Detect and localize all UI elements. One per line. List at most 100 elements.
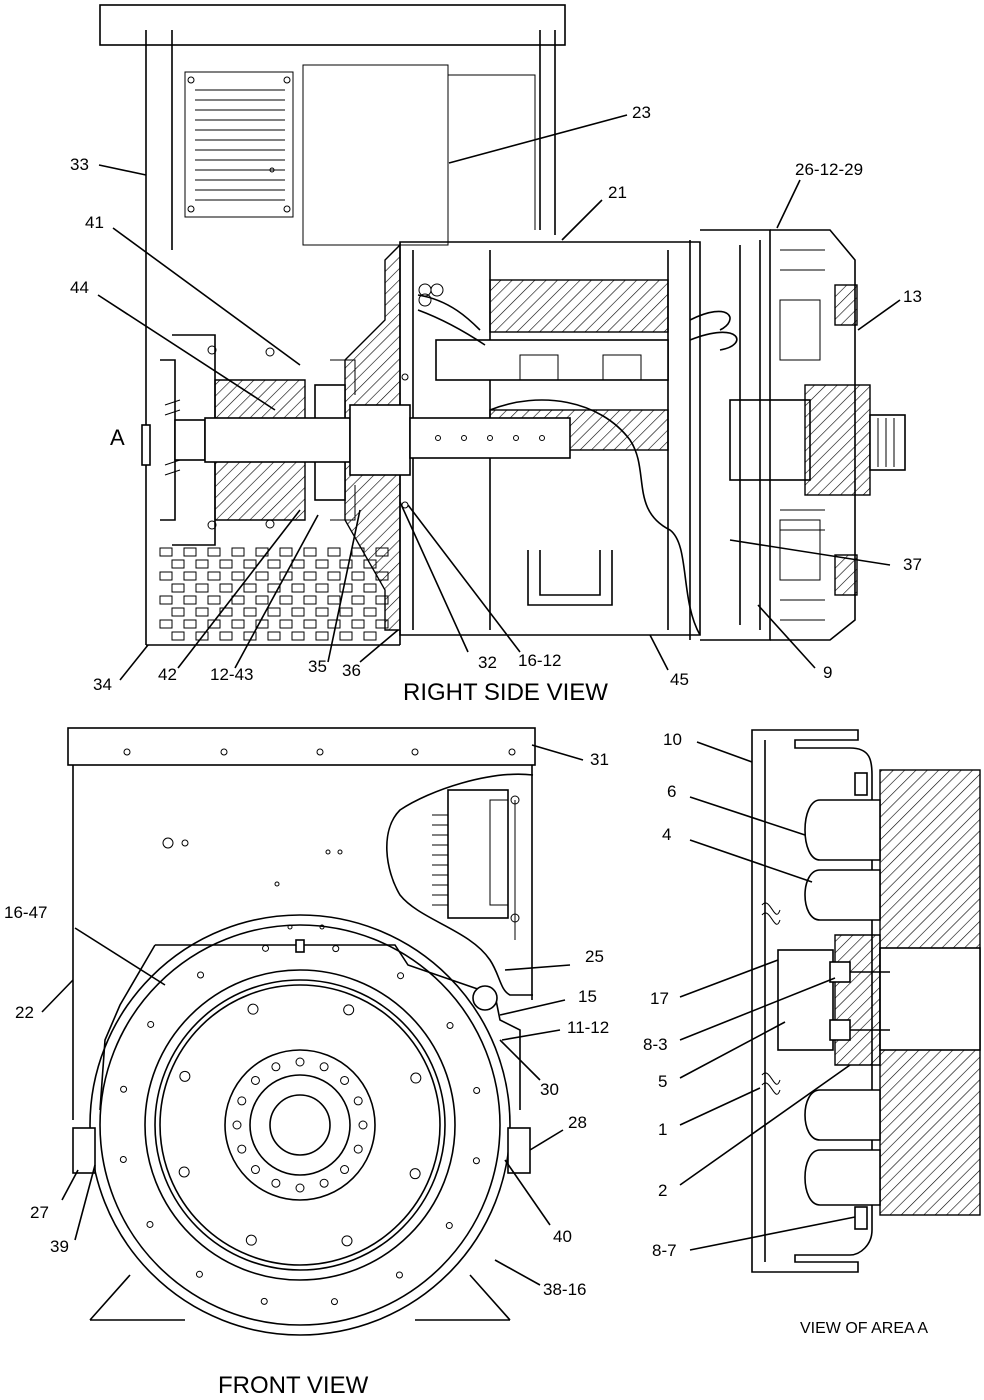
grille-slot	[255, 571, 269, 581]
grille-slot	[195, 583, 209, 593]
bottom-grille	[159, 547, 389, 641]
grille-slot	[303, 547, 317, 557]
lid-bolt	[123, 748, 131, 756]
grille-slot	[231, 595, 245, 605]
ventilation-louvre	[195, 89, 285, 201]
bolt-hole	[410, 1072, 422, 1084]
grille-slot	[363, 607, 377, 617]
callout-30: 30	[540, 1080, 559, 1099]
grille-slot	[195, 607, 209, 617]
grille-slot	[159, 571, 173, 581]
grille-slot	[183, 547, 197, 557]
grille-slot	[207, 571, 221, 581]
bolt-hole	[295, 1057, 305, 1067]
callout-36: 36	[342, 661, 361, 680]
callout-15: 15	[578, 987, 597, 1006]
bolt-hole	[330, 1298, 338, 1306]
callout-1: 1	[658, 1120, 667, 1139]
bolt-hole	[178, 1166, 190, 1178]
callout-5: 5	[658, 1072, 667, 1091]
grille-slot	[171, 631, 185, 641]
callout-38-16: 38-16	[543, 1280, 586, 1299]
callout-31: 31	[590, 750, 609, 769]
bolt-hole	[271, 1062, 281, 1072]
bolt-hole	[237, 1144, 247, 1154]
callout-44: 44	[70, 278, 89, 297]
grille-slot	[327, 595, 341, 605]
bolt-hole	[179, 1070, 191, 1082]
callout-21: 21	[608, 183, 627, 202]
grille-slot	[291, 631, 305, 641]
lid-bolt	[316, 748, 324, 756]
bolt-hole	[319, 1178, 329, 1188]
coupling-hub	[160, 334, 411, 546]
front-view: 31 16-47 25 15 11-12 22 30 28 27 40 39 3…	[4, 727, 609, 1399]
bolt-hole	[341, 1235, 353, 1247]
callout-9: 9	[823, 663, 832, 682]
outer-ring-bolts	[119, 944, 481, 1306]
bolt-hole	[295, 1183, 305, 1193]
grille-slot	[231, 547, 245, 557]
bolt-hole	[146, 1220, 154, 1228]
bolt-hole	[353, 1096, 363, 1106]
grille-slot	[171, 607, 185, 617]
grille-slot	[243, 583, 257, 593]
avr-heatsink	[432, 789, 520, 940]
grille-slot	[207, 547, 221, 557]
grille-slot	[243, 559, 257, 569]
callout-11-12: 11-12	[567, 1018, 609, 1037]
grille-slot	[255, 619, 269, 629]
area-a-view: 10 6 4 17 8-3 5 1 2 8-7 VIEW OF AREA A	[643, 729, 981, 1337]
callout-34: 34	[93, 675, 112, 694]
callout-40: 40	[553, 1227, 572, 1246]
bolt-hole	[340, 1075, 350, 1085]
callout-16-47: 16-47	[4, 903, 47, 922]
bolt-hole	[237, 1096, 247, 1106]
callout-8-7: 8-7	[652, 1241, 677, 1260]
callout-33: 33	[70, 155, 89, 174]
bolt-hole	[262, 944, 270, 952]
grille-slot	[327, 571, 341, 581]
bolt-hole	[120, 1085, 128, 1093]
grille-slot	[351, 547, 365, 557]
grille-slot	[279, 595, 293, 605]
lid-bolt	[508, 748, 516, 756]
callout-41: 41	[85, 213, 104, 232]
bolt-hole	[397, 972, 405, 980]
grille-slot	[207, 595, 221, 605]
nde-bracket	[700, 229, 858, 641]
callout-17: 17	[650, 989, 669, 1008]
bolt-hole	[250, 1165, 260, 1175]
bolt-hole	[319, 1062, 329, 1072]
grille-slot	[219, 607, 233, 617]
grille-slot	[159, 619, 173, 629]
grille-slot	[303, 595, 317, 605]
bolt-hole	[332, 945, 340, 953]
bolt-hole	[119, 1155, 127, 1163]
bolt-hole	[195, 1270, 203, 1278]
grille-slot	[363, 583, 377, 593]
grille-slot	[267, 607, 281, 617]
bolt-hole	[245, 1234, 257, 1246]
grille-slot	[159, 595, 173, 605]
grille-slot	[315, 559, 329, 569]
right-side-view-title: RIGHT SIDE VIEW	[403, 679, 608, 706]
endshield-outline	[155, 944, 521, 1110]
grille-slot	[327, 619, 341, 629]
grille-slot	[375, 571, 389, 581]
grille-slot	[183, 595, 197, 605]
generator-end-circles	[89, 914, 511, 1336]
grille-slot	[171, 559, 185, 569]
lifting-handle	[527, 550, 613, 606]
terminal-box	[99, 4, 566, 645]
callout-10: 10	[663, 730, 682, 749]
grille-slot	[315, 607, 329, 617]
callout-35: 35	[308, 657, 327, 676]
callout-28: 28	[568, 1113, 587, 1132]
callout-39: 39	[50, 1237, 69, 1256]
cutaway-outline	[489, 399, 701, 636]
grille-slot	[207, 619, 221, 629]
grille-slot	[375, 595, 389, 605]
mid-ring-bolts	[178, 1003, 422, 1247]
grille-slot	[339, 607, 353, 617]
